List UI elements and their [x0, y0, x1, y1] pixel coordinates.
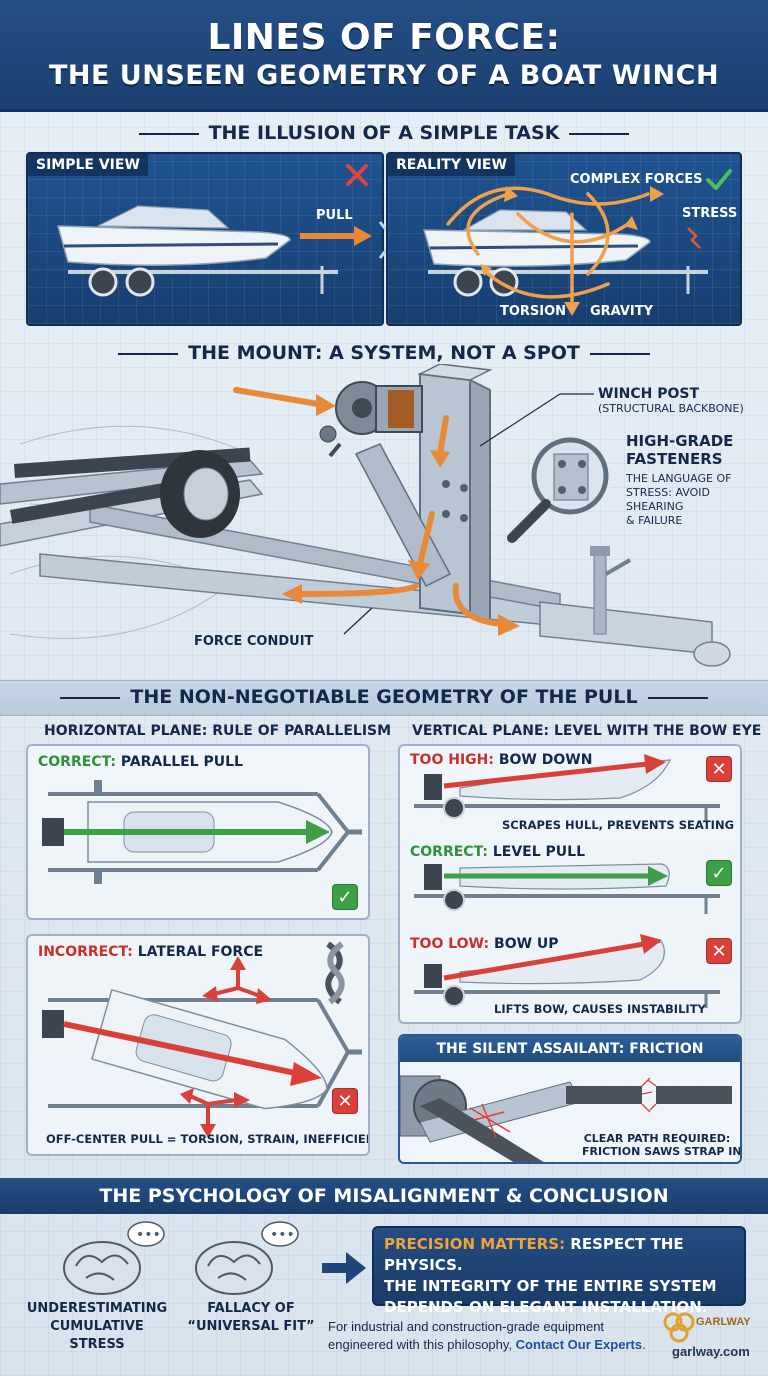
- fasteners-label: HIGH-GRADE FASTENERS: [626, 432, 734, 468]
- horizontal-incorrect-card: INCORRECT: LATERAL FORCE: [26, 934, 370, 1156]
- precision-prefix: PRECISION MATTERS:: [384, 1235, 566, 1253]
- geometry-band: [0, 680, 768, 716]
- gravity-label: GRAVITY: [590, 304, 654, 319]
- complex-forces-label: COMPLEX FORCES: [570, 172, 703, 187]
- brain-caption-1: UNDERESTIMATING CUMULATIVE STRESS: [26, 1301, 168, 1352]
- mount-section-title: THE MOUNT: A SYSTEM, NOT A SPOT: [0, 342, 768, 364]
- vertical-plane-card: TOO HIGH: BOW DOWN ✕: [398, 744, 742, 1024]
- illusion-section-title: THE ILLUSION OF A SIMPLE TASK: [0, 122, 768, 144]
- x-mark-icon: [346, 164, 368, 186]
- winch-post-sublabel: (STRUCTURAL BACKBONE): [598, 402, 744, 415]
- too-high-x-badge: ✕: [706, 756, 732, 782]
- brand-url[interactable]: garlway.com: [672, 1344, 750, 1359]
- winch-post-label: WINCH POST: [598, 386, 700, 402]
- too-low-x-badge: ✕: [706, 938, 732, 964]
- fasteners-sublabel: THE LANGUAGE OF STRESS: AVOID SHEARING &…: [626, 472, 732, 527]
- too-low-caption: LIFTS BOW, CAUSES INSTABILITY: [494, 1002, 706, 1016]
- reality-view-panel: REALITY VIEW COMPLEX FORCES: [386, 152, 742, 326]
- svg-text:•••: •••: [270, 1227, 295, 1243]
- arrow-right-icon: [322, 1252, 366, 1284]
- brain-icon-2: •••: [195, 1221, 299, 1295]
- correct-check-badge: ✓: [332, 884, 358, 910]
- trailer-mount-illustration: [0, 364, 731, 667]
- check-mark-icon: [706, 169, 732, 190]
- reality-view-tag: REALITY VIEW: [388, 154, 515, 176]
- torsion-label: TORSION: [500, 304, 567, 319]
- incorrect-x-badge: ✕: [332, 1088, 358, 1114]
- friction-card: THE SILENT ASSAILANT: FRICTION CLEAR PAT…: [398, 1034, 742, 1164]
- footer-contact-text: For industrial and construction-grade eq…: [328, 1319, 646, 1352]
- stress-label: STRESS: [682, 206, 738, 221]
- contact-experts-link[interactable]: Contact Our Experts: [515, 1337, 643, 1352]
- simple-view-tag: SIMPLE VIEW: [28, 154, 148, 176]
- pull-arrow: [300, 226, 372, 246]
- precision-box: PRECISION MATTERS: RESPECT THE PHYSICS. …: [372, 1226, 746, 1316]
- vertical-plane-heading: VERTICAL PLANE: LEVEL WITH THE BOW EYE: [412, 723, 762, 739]
- header-banner: LINES OF FORCE: THE UNSEEN GEOMETRY OF A…: [0, 0, 768, 112]
- brand-name: GARLWAY: [696, 1316, 751, 1328]
- simple-view-panel: SIMPLE VIEW PULL: [26, 152, 384, 326]
- vertical-pull-diagrams: [414, 754, 720, 1008]
- too-high-caption: SCRAPES HULL, PREVENTS SEATING: [502, 818, 735, 832]
- parallel-pull-diagram: [42, 780, 362, 884]
- page-title: LINES OF FORCE:: [207, 17, 561, 58]
- too-high-label: TOO HIGH: BOW DOWN: [410, 752, 593, 768]
- page-subtitle: THE UNSEEN GEOMETRY OF A BOAT WINCH: [48, 60, 720, 91]
- off-center-caption: OFF-CENTER PULL = TORSION, STRAIN, INEFF…: [46, 1132, 370, 1146]
- force-conduit-label: FORCE CONDUIT: [194, 634, 314, 649]
- level-pull-label: CORRECT: LEVEL PULL: [410, 844, 585, 860]
- friction-caption: CLEAR PATH REQUIRED: FRICTION SAWS STRAP…: [582, 1132, 742, 1158]
- garlway-logo-icon: [663, 1312, 695, 1343]
- psychology-section-title: THE PSYCHOLOGY OF MISALIGNMENT & CONCLUS…: [0, 1178, 768, 1214]
- brain-icon-1: •••: [63, 1221, 165, 1295]
- friction-heading: THE SILENT ASSAILANT: FRICTION: [400, 1036, 740, 1062]
- level-check-badge: ✓: [706, 860, 732, 886]
- svg-text:•••: •••: [136, 1227, 161, 1243]
- horizontal-correct-card: CORRECT: PARALLEL PULL ✓: [26, 744, 370, 920]
- pull-label: PULL: [316, 208, 353, 223]
- brain-caption-2: FALLACY OF “UNIVERSAL FIT”: [187, 1301, 315, 1334]
- horizontal-incorrect-label: INCORRECT: LATERAL FORCE: [38, 944, 264, 960]
- friction-illustration: [400, 1075, 732, 1162]
- geometry-section-title: THE NON-NEGOTIABLE GEOMETRY OF THE PULL: [0, 686, 768, 708]
- horizontal-plane-heading: HORIZONTAL PLANE: RULE OF PARALLELISM: [44, 723, 392, 739]
- lateral-force-diagram: [42, 941, 362, 1138]
- horizontal-correct-label: CORRECT: PARALLEL PULL: [38, 754, 243, 770]
- simple-boat-illustration: [57, 205, 338, 297]
- reality-boat-illustration: [422, 186, 708, 316]
- too-low-label: TOO LOW: BOW UP: [410, 936, 559, 952]
